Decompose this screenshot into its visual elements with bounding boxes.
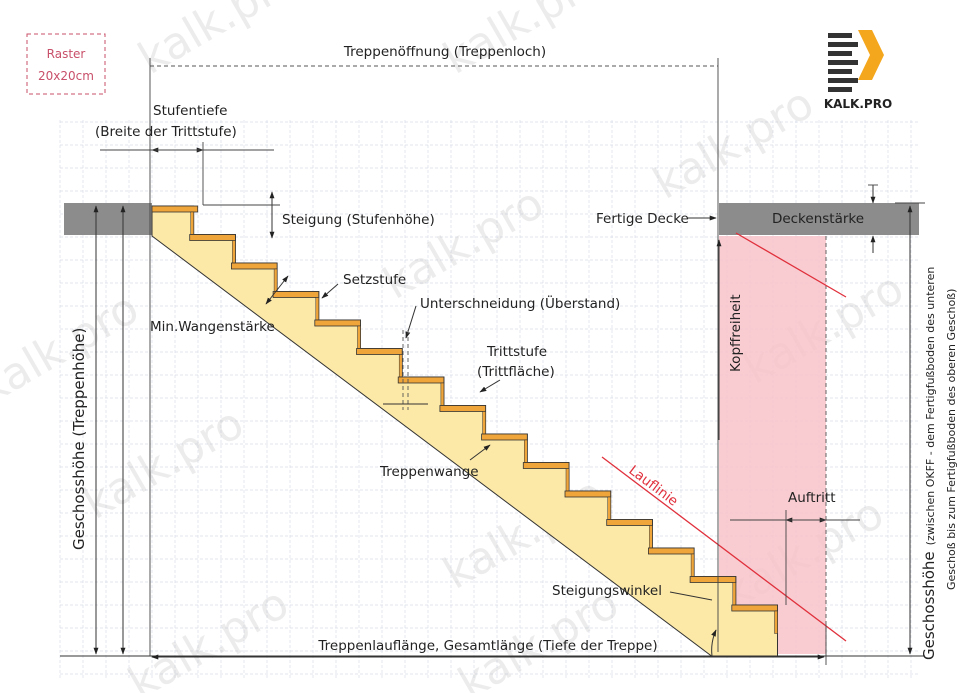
treppenoeffnung-label: Treppenöffnung (Treppenloch) [343, 44, 546, 60]
lauflinie-label: Lauflinie [626, 462, 681, 509]
riser [232, 240, 236, 264]
stufentiefe-label: Stufentiefe [153, 103, 227, 119]
riser [524, 439, 528, 463]
riser [482, 411, 486, 435]
steigungswinkel-leader [669, 591, 713, 601]
tread [689, 576, 737, 583]
riser [273, 268, 278, 292]
riser [190, 211, 194, 235]
upper-floor-slab-right [719, 203, 919, 235]
deckenstaerke-label: Deckenstärke [772, 211, 864, 227]
stufentiefe-sub-label: (Breite der Trittstufe) [95, 124, 237, 140]
tread [564, 490, 612, 498]
tread [397, 376, 445, 384]
geschosshoehe-right-main: Geschosshöhe [920, 551, 938, 660]
tread [648, 547, 695, 555]
watermark: kalk.pro [75, 398, 252, 530]
riser [690, 553, 695, 577]
watermark: kalk.pro [375, 178, 552, 310]
tread [230, 262, 278, 270]
riser [732, 582, 737, 606]
raster-legend: Raster 20x20cm [26, 33, 106, 95]
riser [774, 610, 778, 634]
watermark: kalk.pro [435, 0, 612, 85]
geschosshoehe-right-label: Geschosshöhe (zwischen OKFF - dem Fertigf… [920, 267, 938, 660]
staircase [151, 205, 778, 657]
steigung-label: Steigung (Stufenhöhe) [282, 212, 435, 228]
headroom-zone [719, 236, 826, 654]
riser [565, 468, 570, 492]
riser [440, 382, 445, 406]
geschosshoehe-right-sub1: (zwischen OKFF - dem Fertigfußboden des … [924, 267, 937, 546]
riser [398, 354, 403, 378]
min-wangenstaerke-label: Min.Wangenstärke [150, 319, 275, 335]
tread [356, 348, 403, 355]
tread [481, 433, 528, 441]
tread [189, 234, 236, 241]
auftritt-label: Auftritt [788, 490, 836, 506]
geschosshoehe-left-label: Geschosshöhe (Treppenhöhe) [70, 328, 88, 550]
tread [606, 519, 653, 526]
trittstufe-label: Trittstufe [486, 344, 547, 360]
riser [315, 297, 320, 321]
kopffreiheit-label: Kopffreiheit [728, 294, 744, 372]
watermark: kalk.pro [120, 578, 297, 693]
tread [151, 205, 199, 213]
tread [272, 291, 320, 298]
unterschneidung-leader [405, 305, 417, 339]
kalk-pro-logo: KALK.PRO [824, 30, 892, 111]
upper-floor-slab-left [64, 203, 152, 235]
geschosshoehe-right-sub2-label: Geschoß bis zum Fertigfußboden des obere… [945, 289, 958, 590]
headroom-red-line-top [735, 232, 847, 298]
tread [439, 405, 486, 412]
treppenwange-leader [469, 444, 491, 461]
gesamtlaenge-label: Treppenlauflänge, Gesamtlänge (Tiefe der… [317, 638, 657, 654]
setzstufe-leader [321, 283, 339, 299]
trittstufe-sub-label: (Trittfläche) [477, 364, 555, 380]
tread [522, 462, 570, 469]
riser [357, 325, 361, 349]
trittstufe-leader [479, 379, 501, 393]
fertige-decke-label: Fertige Decke [596, 211, 689, 227]
min-wangenstaerke-dim [265, 275, 289, 305]
setzstufe-label: Setzstufe [343, 272, 406, 288]
raster-label: Raster [47, 47, 86, 61]
tread [731, 604, 778, 612]
riser [607, 496, 611, 520]
raster-size: 20x20cm [38, 69, 94, 83]
treppenwange-label: Treppenwange [379, 464, 479, 480]
watermark: kalk.pro [645, 78, 822, 210]
logo-text: KALK.PRO [824, 97, 892, 111]
unterschneidung-label: Unterschneidung (Überstand) [420, 294, 620, 312]
lauflinie-line [601, 456, 847, 642]
tread [314, 319, 361, 327]
watermark: kalk.pro [130, 0, 307, 85]
steigungswinkel-label: Steigungswinkel [552, 583, 662, 599]
riser [649, 525, 653, 549]
